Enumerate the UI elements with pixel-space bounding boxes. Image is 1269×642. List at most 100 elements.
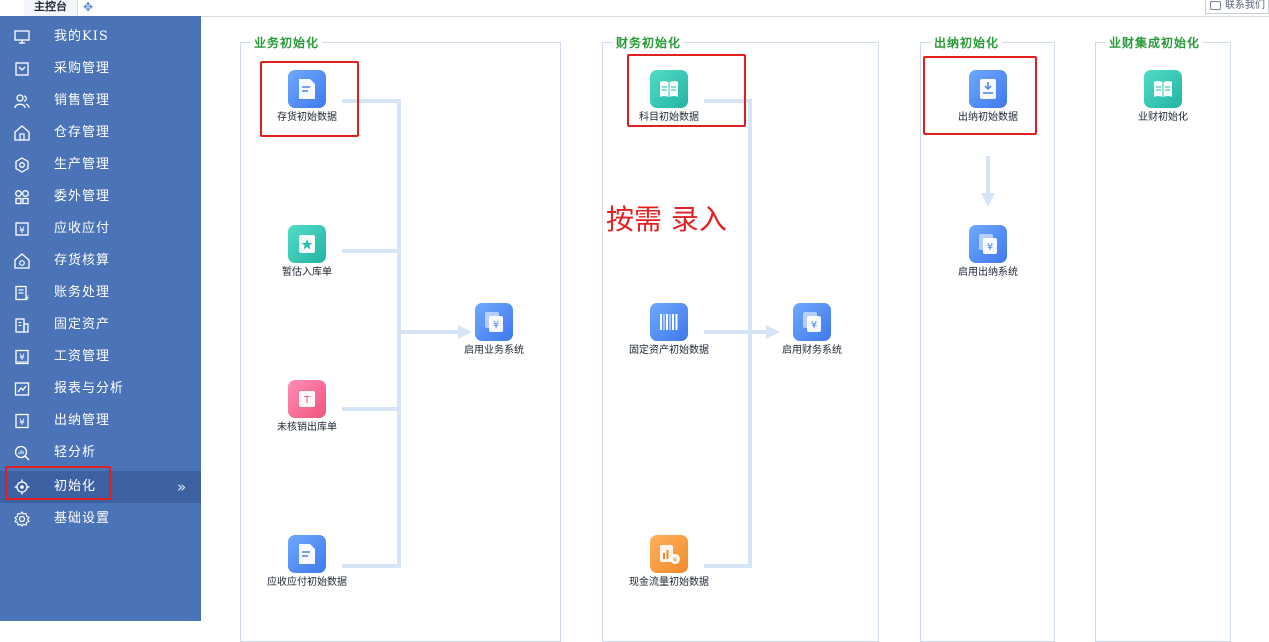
sidebar-item-fixed-assets[interactable]: 固定资产 <box>0 309 201 341</box>
sidebar-item-basic-settings[interactable]: 基础设置 <box>0 503 201 535</box>
text-doc-icon: T <box>288 380 326 418</box>
svg-text:¥: ¥ <box>19 418 25 428</box>
chart-line-icon <box>14 382 30 396</box>
node-enable-finance[interactable]: ¥ 启用财务系统 <box>752 303 872 357</box>
node-integration-init[interactable]: 业财初始化 <box>1103 70 1223 124</box>
sidebar-item-label: 应收应付 <box>54 221 111 236</box>
sidebar-item-label: 工资管理 <box>54 349 111 364</box>
sidebar-item-receivable[interactable]: ¥ 应收应付 <box>0 213 201 245</box>
sidebar-item-inventory-cost[interactable]: 存货核算 <box>0 245 201 277</box>
receivable-icon: ¥ <box>15 222 29 236</box>
node-label: 出纳初始数据 <box>958 112 1018 123</box>
panel-integration-init <box>1095 42 1231 642</box>
chat-icon <box>1210 0 1221 10</box>
gear-icon <box>14 511 30 527</box>
node-label: 应收应付初始数据 <box>267 577 347 588</box>
node-label: 存货初始数据 <box>277 112 337 123</box>
sidebar-item-purchase[interactable]: 采购管理 <box>0 53 201 85</box>
sidebar-item-label: 基础设置 <box>54 511 111 526</box>
sidebar-item-reports[interactable]: 报表与分析 <box>0 373 201 405</box>
download-doc-icon <box>969 70 1007 108</box>
contact-us-button[interactable]: 联系我们 <box>1205 0 1269 14</box>
svg-text:¥: ¥ <box>811 320 817 331</box>
sidebar-item-label: 账务处理 <box>54 285 111 300</box>
node-enable-business[interactable]: ¥ 启用业务系统 <box>434 303 554 357</box>
annotation-on-demand: 按需 录入 <box>606 203 727 236</box>
sidebar-item-label: 报表与分析 <box>54 381 125 396</box>
sidebar-item-label: 初始化 <box>54 479 97 494</box>
svg-text:¥: ¥ <box>493 320 499 331</box>
node-cashflow-init[interactable]: ¥ 现金流量初始数据 <box>609 535 729 589</box>
node-ar-ap-init[interactable]: 应收应付初始数据 <box>247 535 367 589</box>
sidebar-item-label: 出纳管理 <box>54 413 111 428</box>
sidebar-item-outsource[interactable]: 委外管理 <box>0 181 201 213</box>
sidebar-item-label: 轻分析 <box>54 445 97 460</box>
sidebar-item-label: 存货核算 <box>54 253 111 268</box>
node-label: 业财初始化 <box>1138 112 1188 123</box>
node-label: 现金流量初始数据 <box>629 577 709 588</box>
accounting-icon: ¥ <box>15 285 30 301</box>
node-fixed-asset-init[interactable]: 固定资产初始数据 <box>609 303 729 357</box>
sidebar-item-initialization[interactable]: 初始化 » <box>0 471 201 503</box>
sidebar-item-light-analysis[interactable]: 轻分析 <box>0 437 201 469</box>
outsource-icon <box>15 190 29 205</box>
node-label: 未核销出库单 <box>277 422 337 433</box>
svg-text:¥: ¥ <box>19 353 25 363</box>
panel-title-finance: 财务初始化 <box>613 36 685 50</box>
tab-main-console[interactable]: 主控台 <box>24 0 78 16</box>
contact-label: 联系我们 <box>1225 0 1265 11</box>
star-book-icon <box>288 225 326 263</box>
sidebar-item-label: 采购管理 <box>54 61 111 76</box>
sidebar-item-label: 仓存管理 <box>54 125 111 140</box>
purchase-icon <box>15 62 29 76</box>
node-label: 科目初始数据 <box>639 112 699 123</box>
node-account-init[interactable]: 科目初始数据 <box>609 70 729 124</box>
sidebar-item-label: 我的KIS <box>54 29 109 44</box>
add-tab-icon[interactable]: ✥ <box>82 0 94 14</box>
sidebar-item-label: 销售管理 <box>54 93 111 108</box>
barcode-icon <box>650 303 688 341</box>
node-enable-cashier[interactable]: ¥ 启用出纳系统 <box>928 225 1048 279</box>
book-icon <box>650 70 688 108</box>
node-unverified-outbound[interactable]: T 未核销出库单 <box>247 380 367 434</box>
node-estimated-receipt[interactable]: 暂估入库单 <box>247 225 367 279</box>
users-icon <box>14 94 30 109</box>
building-icon <box>15 318 29 333</box>
node-label: 启用财务系统 <box>782 345 842 356</box>
node-label: 暂估入库单 <box>282 267 332 278</box>
panel-title-business: 业务初始化 <box>251 36 323 50</box>
warehouse-icon <box>14 125 30 141</box>
panel-cashier-init <box>920 42 1055 642</box>
yuan-stack-icon: ¥ <box>969 225 1007 263</box>
sidebar-item-label: 委外管理 <box>54 189 111 204</box>
sidebar: 我的KIS 采购管理 销售管理 仓存管理 生产管理 委外管理 ¥ 应收应付 存货… <box>0 16 201 621</box>
monitor-icon <box>14 30 30 44</box>
flow-connectors <box>342 99 995 568</box>
svg-text:¥: ¥ <box>19 226 25 236</box>
inventory-cost-icon <box>14 253 30 269</box>
sidebar-item-label: 生产管理 <box>54 157 111 172</box>
production-icon <box>15 157 29 173</box>
sidebar-item-cashier[interactable]: ¥ 出纳管理 <box>0 405 201 437</box>
node-cashier-init[interactable]: 出纳初始数据 <box>928 70 1048 124</box>
sidebar-item-sales[interactable]: 销售管理 <box>0 85 201 117</box>
sidebar-item-warehouse[interactable]: 仓存管理 <box>0 117 201 149</box>
yuan-stack-icon: ¥ <box>793 303 831 341</box>
yuan-stack-icon: ¥ <box>475 303 513 341</box>
svg-text:¥: ¥ <box>987 242 993 253</box>
search-chart-icon <box>14 445 30 461</box>
sidebar-item-salary[interactable]: ¥ 工资管理 <box>0 341 201 373</box>
svg-text:T: T <box>303 395 311 406</box>
svg-text:¥: ¥ <box>25 294 30 301</box>
sidebar-item-accounting[interactable]: ¥ 账务处理 <box>0 277 201 309</box>
cashier-icon: ¥ <box>15 413 29 429</box>
chevron-right-icon[interactable]: » <box>177 478 187 496</box>
node-label: 启用出纳系统 <box>958 267 1018 278</box>
sidebar-item-my-kis[interactable]: 我的KIS <box>0 21 201 53</box>
salary-icon: ¥ <box>15 349 29 365</box>
node-inventory-init[interactable]: 存货初始数据 <box>247 70 367 124</box>
svg-text:¥: ¥ <box>673 556 678 564</box>
sidebar-item-label: 固定资产 <box>54 317 111 332</box>
sidebar-item-production[interactable]: 生产管理 <box>0 149 201 181</box>
book-icon <box>1144 70 1182 108</box>
